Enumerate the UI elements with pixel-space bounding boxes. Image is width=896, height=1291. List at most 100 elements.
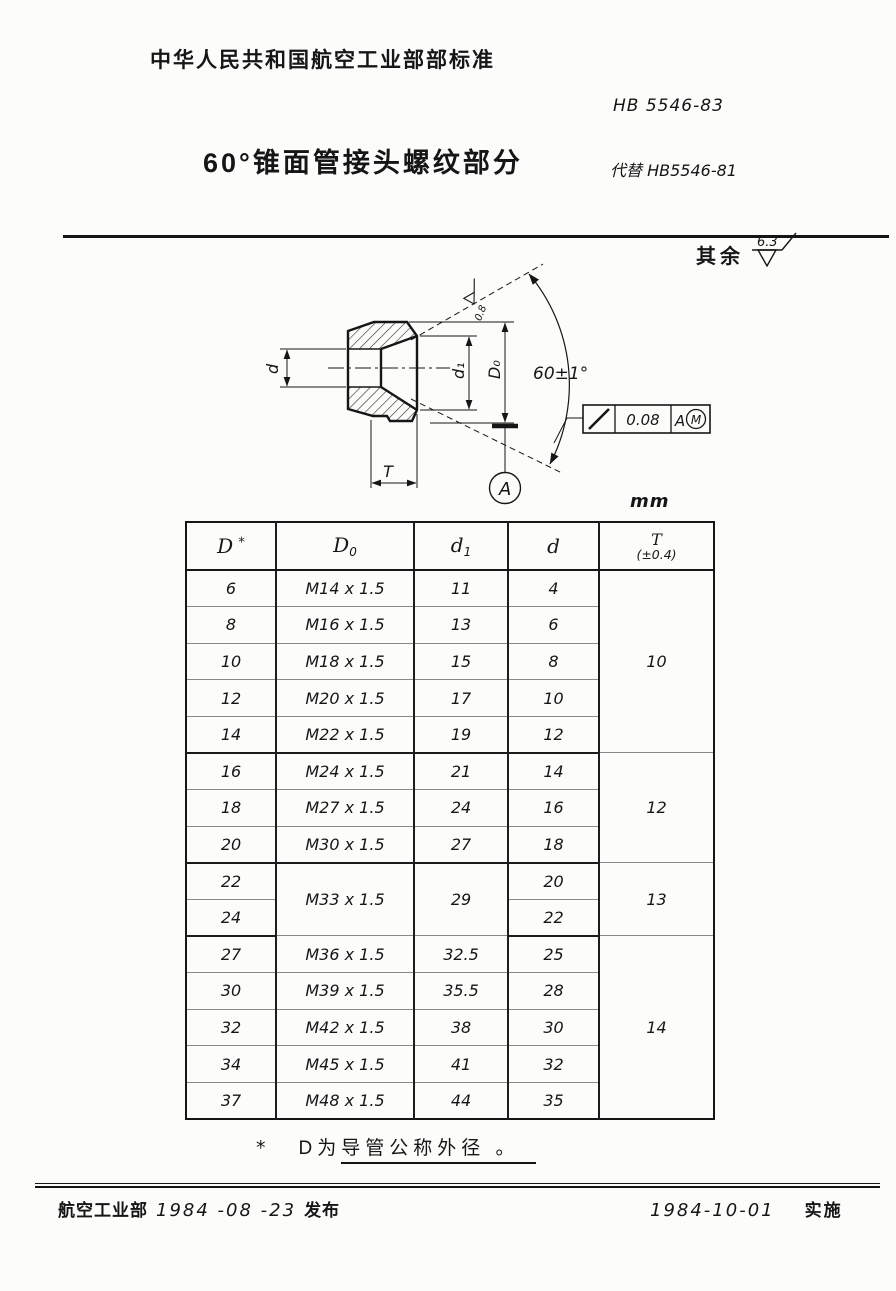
table-cell: M36 x 1.5 <box>275 935 414 974</box>
table-row: 18 M27 x 1.5 24 16 <box>186 789 714 827</box>
table-cell: 12 <box>507 716 599 754</box>
table-cell: M39 x 1.5 <box>275 972 414 1010</box>
table-row: 12 M20 x 1.5 17 10 <box>186 679 714 717</box>
table-cell: 29 <box>413 862 508 937</box>
table-row: 20 M30 x 1.5 27 18 <box>186 826 714 864</box>
fcf-modifier: M <box>691 413 702 427</box>
table-cell: 37 <box>220 1090 242 1110</box>
table-cell: 27 <box>186 935 276 974</box>
table-cell: 8 <box>507 643 599 681</box>
table-cell: M14 x 1.5 <box>275 570 414 608</box>
standard-number: HB 5546-83 <box>613 96 724 116</box>
col-header-d1: d1 <box>413 522 508 571</box>
table-cell: 32 <box>186 1009 276 1047</box>
replaces-note: 代替 HB5546-81 <box>610 161 737 180</box>
table-row: 6 M14 x 1.5 11 4 10 <box>186 570 714 754</box>
table-row: 27 M36 x 1.5 32.5 25 14 <box>186 935 714 1120</box>
angle-dimension-label: 60±1° <box>533 364 588 384</box>
fcf-datum-letter: A <box>674 412 685 430</box>
footnote-underlined-text: 导管公称外径 。 <box>341 1138 536 1164</box>
roughness-value: 6.3 <box>757 235 778 250</box>
runout-symbol-icon <box>588 408 610 430</box>
dimension-D0: D₀ <box>409 321 514 424</box>
table-cell: 38 <box>413 1009 508 1047</box>
table-cell: M42 x 1.5 <box>275 1009 414 1047</box>
table-cell: 16 <box>186 752 276 791</box>
table-cell: 44 <box>413 1082 508 1119</box>
col-header-D0: D0 <box>275 522 414 571</box>
table-row: 24 22 <box>186 899 714 937</box>
footnote-star: * <box>256 1137 271 1159</box>
table-cell: 11 <box>413 570 508 608</box>
table-cell: 22 <box>186 862 276 900</box>
table-cell: 32.5 <box>413 935 508 974</box>
technical-drawing: 60±1° 0.8 d d₁ D₀ A 0.08 <box>263 263 711 512</box>
table-cell: 13 <box>413 606 508 644</box>
surface-roughness-icon: 6.3 <box>752 232 797 268</box>
table-cell: 10 <box>507 679 599 717</box>
footer-divider <box>35 1183 880 1188</box>
header-divider <box>63 235 889 238</box>
unit-label: mm <box>630 491 670 512</box>
table-cell: 12 <box>598 752 714 864</box>
table-row: 37 M48 x 1.5 44 35 <box>186 1082 714 1119</box>
table-row: 10 M18 x 1.5 15 8 <box>186 643 714 681</box>
angle-arc <box>528 273 570 465</box>
table-cell: 8 <box>186 606 276 644</box>
table-cell: 17 <box>413 679 508 717</box>
table-cell: 10 <box>186 643 276 681</box>
footnote: * D为导管公称外径 。 <box>256 1133 536 1164</box>
table-cell: 25 <box>507 935 599 974</box>
table-cell: 21 <box>413 752 508 791</box>
table-row: 32 M42 x 1.5 38 30 <box>186 1009 714 1047</box>
table-cell: 27 <box>413 826 508 864</box>
footnote-text: D为 <box>298 1138 342 1159</box>
table-cell: 6 <box>186 570 276 608</box>
mmc-circle-icon <box>685 408 707 430</box>
table-cell: 16 <box>507 789 599 827</box>
feature-control-frame: 0.08 A M <box>553 404 711 444</box>
flare-nut-section <box>346 320 419 423</box>
table-row: 30 M39 x 1.5 35.5 28 <box>186 972 714 1010</box>
standard-org-title: 中华人民共和国航空工业部部标准 <box>150 49 495 72</box>
table-cell: 35 <box>507 1082 599 1119</box>
dim-D0-label: D₀ <box>485 360 504 379</box>
table-cell: M18 x 1.5 <box>275 643 414 681</box>
dim-d-label: d <box>263 363 282 374</box>
dimension-T: T <box>370 414 418 488</box>
table-cell: 28 <box>507 972 599 1010</box>
table-cell: 12 <box>186 679 276 717</box>
table-cell: 22 <box>507 899 599 937</box>
datum-circle <box>488 471 522 505</box>
table-cell: 24 <box>186 899 276 937</box>
table-cell: 41 <box>413 1045 508 1083</box>
table-row: 16 M24 x 1.5 21 14 12 <box>186 752 714 864</box>
table-cell: 10 <box>598 570 714 754</box>
table-row: 8 M16 x 1.5 13 6 <box>186 606 714 644</box>
table-cell: 20 <box>186 826 276 864</box>
table-cell: M22 x 1.5 <box>275 716 414 754</box>
table-cell: M16 x 1.5 <box>275 606 414 644</box>
dimension-d1: d₁ <box>420 335 477 411</box>
page-title: 60°锥面管接头螺纹部分 <box>203 148 523 178</box>
table-cell: M24 x 1.5 <box>275 752 414 791</box>
table-cell: M48 x 1.5 <box>275 1082 414 1119</box>
footer-impl-date: 1984-10-01 <box>650 1200 775 1221</box>
dim-T-label: T <box>383 462 394 481</box>
table-cell: 4 <box>507 570 599 608</box>
table-cell: 14 <box>507 752 599 791</box>
thread-dimensions-table: D * D0 d1 d T(±0.4) 6 M14 x 1.5 11 4 10 … <box>185 521 715 1120</box>
table-cell: 34 <box>186 1045 276 1083</box>
datum-letter: A <box>498 479 511 500</box>
table-cell: 24 <box>413 789 508 827</box>
table-cell: 18 <box>186 789 276 827</box>
col-header-D: D * <box>186 522 276 571</box>
table-cell: 6 <box>507 606 599 644</box>
table-cell: M20 x 1.5 <box>275 679 414 717</box>
footer-issue-date: 1984 -08 -23 <box>156 1200 297 1221</box>
table-cell: 35.5 <box>413 972 508 1010</box>
table-cell: M33 x 1.5 <box>275 862 414 937</box>
